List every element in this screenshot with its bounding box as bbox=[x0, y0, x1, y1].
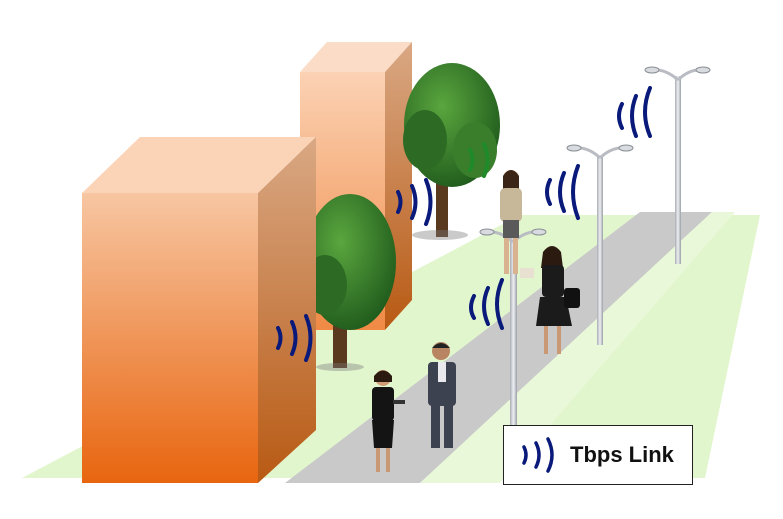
legend-label: Tbps Link bbox=[570, 442, 674, 467]
person-woman-phone-right bbox=[536, 246, 580, 354]
signal-lamp-near bbox=[469, 278, 504, 330]
building-front bbox=[82, 137, 316, 483]
sidewalk-edge bbox=[420, 212, 735, 483]
signal-lamp-mid bbox=[545, 164, 580, 220]
signal-tree-green bbox=[468, 142, 490, 178]
street-lamp-far bbox=[644, 66, 711, 264]
signal-building-front bbox=[276, 314, 313, 362]
legend-box: Tbps Link bbox=[503, 425, 693, 485]
signal-tree bbox=[396, 178, 433, 226]
street-lamp-mid bbox=[566, 144, 634, 345]
signal-lamp-far bbox=[617, 86, 652, 138]
person-woman-phone-back bbox=[500, 170, 534, 278]
wireless-signal-icon bbox=[522, 437, 554, 473]
person-woman-tablet bbox=[372, 370, 405, 472]
person-man-suit bbox=[428, 342, 456, 448]
tree-back bbox=[403, 63, 500, 240]
